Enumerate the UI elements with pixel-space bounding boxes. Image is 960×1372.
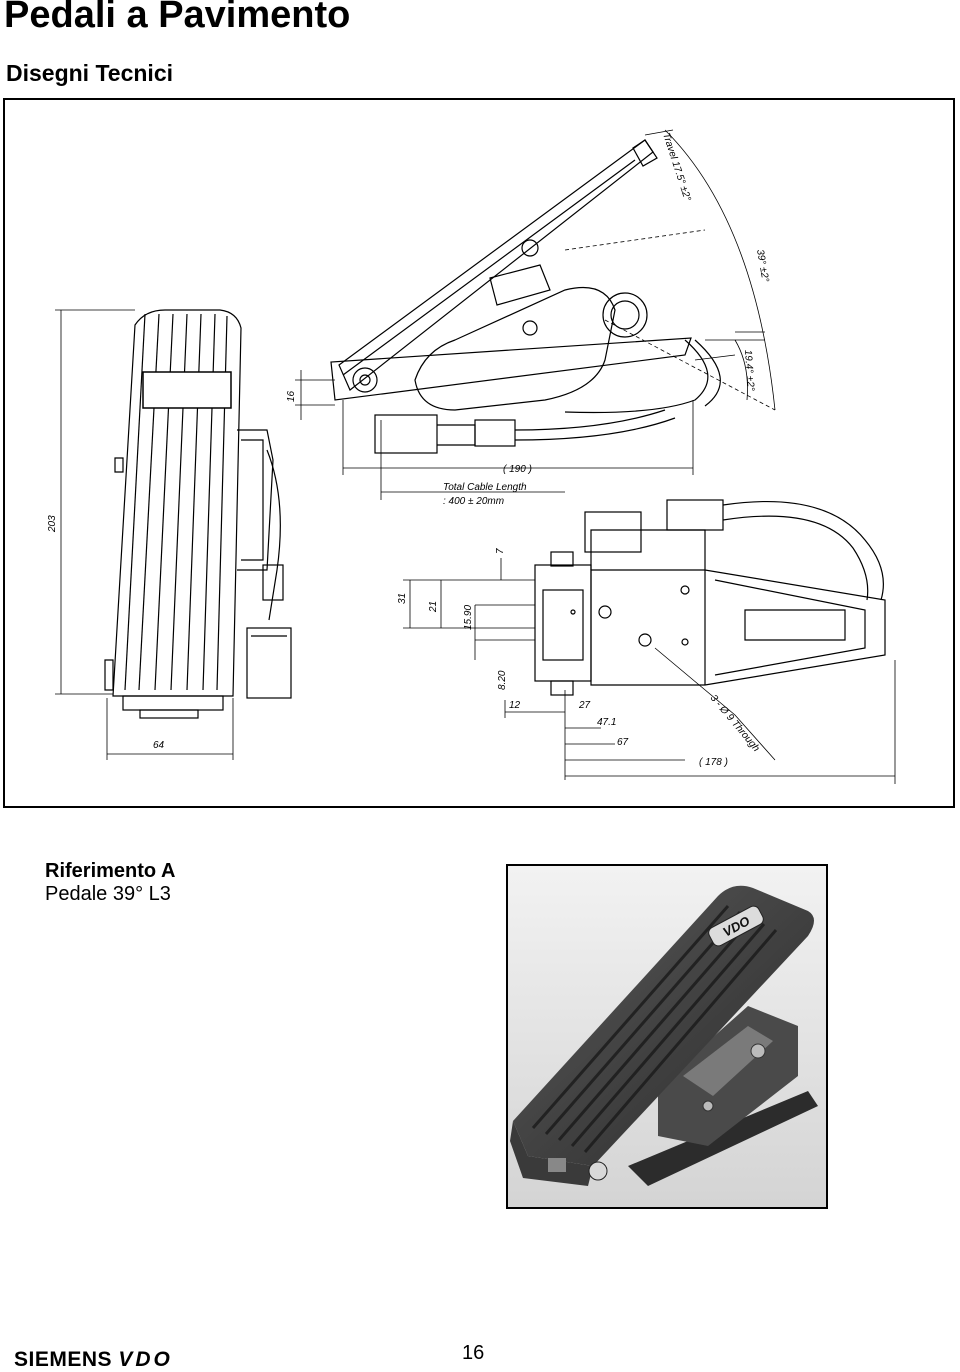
dim-holes: 3 - Ø 9 Through [708, 693, 762, 754]
page-number: 16 [462, 1342, 485, 1364]
technical-drawing-svg: Travel 17.5° ±2° 39° ±2° 19.4° ±2° 16 ( … [47, 129, 896, 784]
technical-drawing: Travel 17.5° ±2° 39° ±2° 19.4° ±2° 16 ( … [3, 98, 955, 808]
dim-cable-line1: Total Cable Length [443, 482, 527, 493]
dim-8-20: 8.20 [497, 670, 508, 690]
dim-7: 7 [495, 548, 506, 554]
reference-model: Pedale 39° L3 [45, 883, 171, 905]
dim-12: 12 [509, 700, 521, 711]
logo-siemens: SIEMENS [14, 1348, 113, 1371]
top-view-dim-lines [403, 558, 896, 784]
side-view-pedal [330, 139, 721, 454]
dim-16: 16 [286, 390, 297, 402]
dim-21: 21 [428, 601, 439, 613]
page-title: Pedali a Pavimento [4, 0, 351, 36]
dim-64: 64 [153, 740, 165, 751]
dim-203-lines [55, 309, 135, 695]
dim-cable-line2: : 400 ± 20mm [443, 496, 504, 507]
dim-178: ( 178 ) [699, 757, 728, 768]
dim-angle-19: 19.4° ±2° [742, 349, 756, 391]
dim-190: ( 190 ) [503, 464, 532, 475]
dim-64-lines [106, 698, 234, 760]
top-view-pedal [534, 499, 886, 696]
pedal-photo: VDO [506, 864, 828, 1209]
dim-203: 203 [47, 515, 58, 533]
dim-67: 67 [617, 737, 629, 748]
dim-27: 27 [578, 700, 591, 711]
reference-title: Riferimento A [45, 860, 176, 882]
side-view-dim-lines [295, 129, 776, 500]
logo-vdo: VDO [118, 1348, 173, 1371]
pedal-photo-illustration: VDO [508, 866, 826, 1207]
dim-angle-39: 39° ±2° [754, 249, 771, 283]
reference-caption: Riferimento A Pedale 39° L3 [45, 860, 175, 906]
dim-31: 31 [397, 593, 408, 604]
siemens-vdo-logo: SIEMENS VDO [14, 1348, 173, 1372]
dim-15-90: 15.90 [463, 605, 474, 630]
front-view-pedal [104, 309, 292, 719]
dim-47-1: 47.1 [597, 717, 616, 728]
page-subtitle: Disegni Tecnici [6, 60, 174, 86]
